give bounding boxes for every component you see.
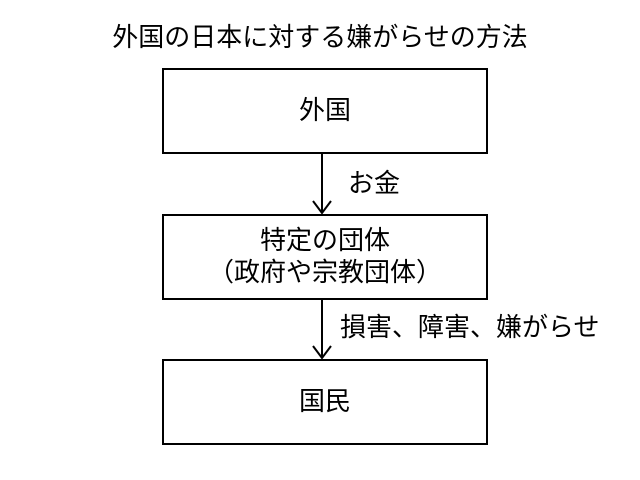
diagram-title: 外国の日本に対する嫌がらせの方法 xyxy=(112,23,528,53)
node-specific-group: 特定の団体 （政府や宗教団体） xyxy=(162,214,488,300)
arrow-foreign-to-group xyxy=(312,154,332,214)
edge-label-harassment: 損害、障害、嫌がらせ xyxy=(340,313,600,343)
node-specific-group-sublabel: （政府や宗教団体） xyxy=(207,258,442,288)
node-citizens-label: 国民 xyxy=(298,387,351,417)
edge-label-money: お金 xyxy=(348,169,401,199)
node-specific-group-label: 特定の団体 xyxy=(259,226,390,256)
node-foreign-country-label: 外国 xyxy=(298,96,351,126)
arrow-group-to-people xyxy=(312,300,332,359)
node-foreign-country: 外国 xyxy=(162,68,488,154)
node-citizens: 国民 xyxy=(162,359,488,445)
